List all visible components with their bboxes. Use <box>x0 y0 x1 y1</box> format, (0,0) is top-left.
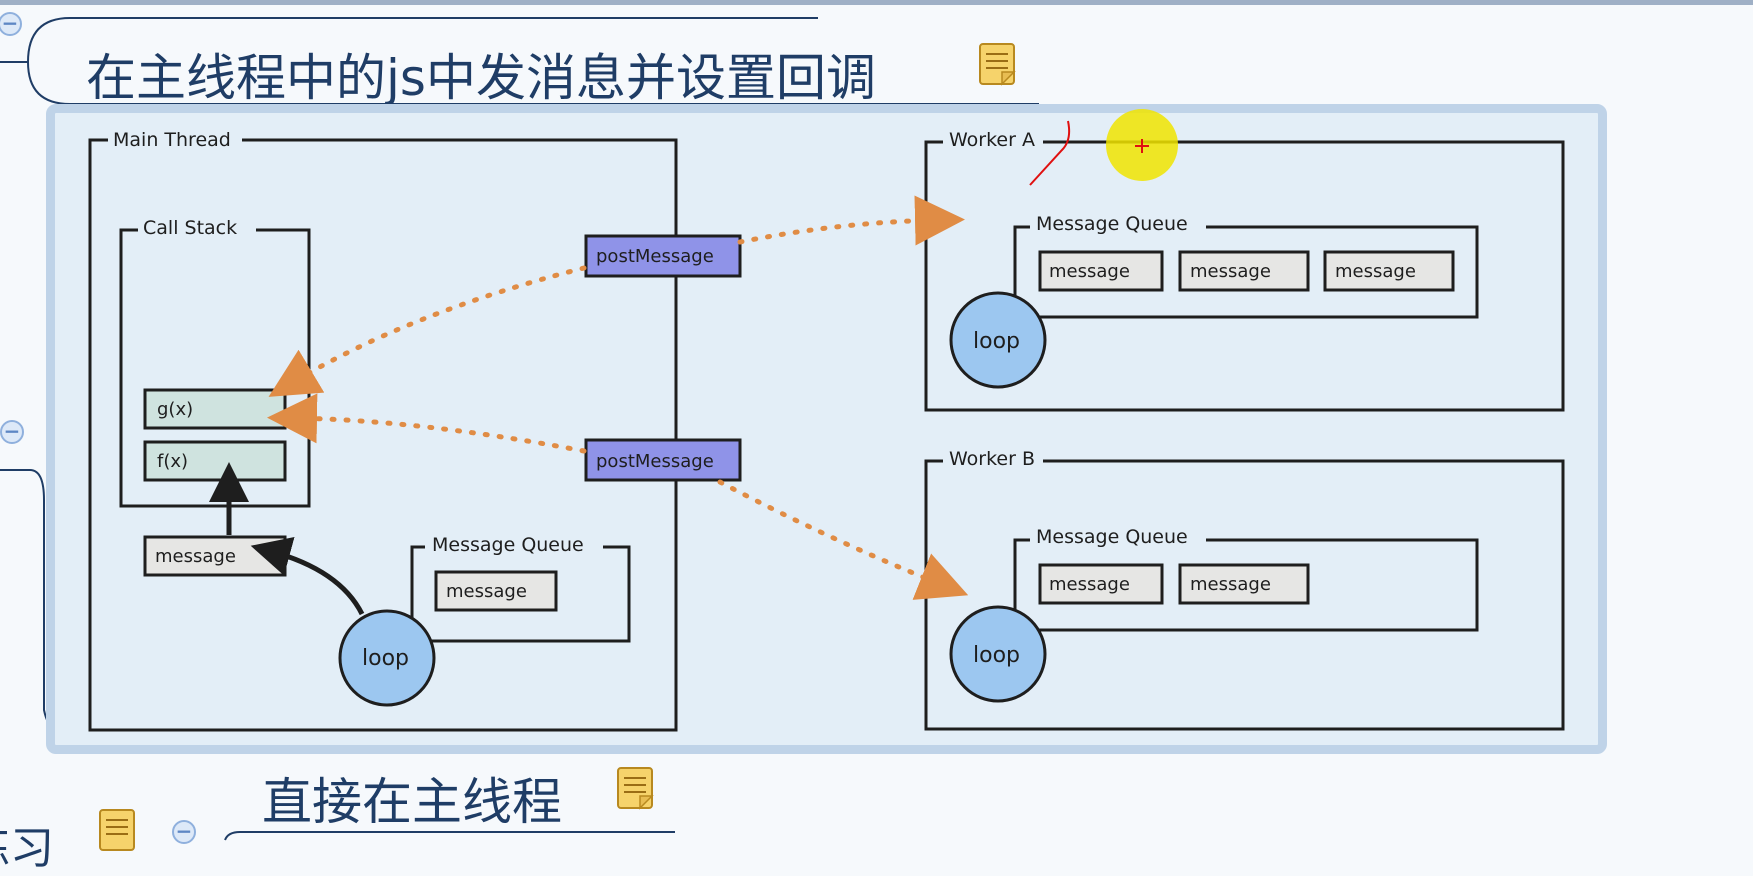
post-message-b <box>584 438 742 482</box>
post-message-a <box>584 234 742 278</box>
note-icon[interactable] <box>98 808 136 852</box>
worker-b-message <box>1178 563 1310 605</box>
note-icon[interactable] <box>616 766 654 810</box>
worker-a-queue-title: Message Queue <box>1036 213 1188 235</box>
red-pen-annotation <box>1029 120 1071 186</box>
worker-b-message <box>1038 563 1164 605</box>
collapse-icon[interactable]: − <box>172 820 196 844</box>
main-thread-title: Main Thread <box>113 129 231 151</box>
worker-b-loop-label: loop <box>973 643 1020 668</box>
post-message-a-label: postMessage <box>596 246 714 267</box>
worker-a-queue-box <box>1013 225 1479 319</box>
collapse-icon[interactable]: − <box>0 420 24 444</box>
cursor-crosshair-icon <box>1135 139 1149 153</box>
collapse-icon[interactable]: − <box>0 12 22 36</box>
worker-a-title: Worker A <box>949 129 1035 151</box>
worker-a-message <box>1178 250 1310 292</box>
main-loop-label: loop <box>362 646 409 671</box>
main-queue-message-label: message <box>446 581 527 602</box>
post-message-b-label: postMessage <box>596 451 714 472</box>
main-thread-box <box>88 138 678 732</box>
worker-a-loop <box>949 291 1047 389</box>
worker-a-message <box>1323 250 1455 292</box>
worker-b-title: Worker B <box>949 448 1035 470</box>
worker-b-message-label: message <box>1190 574 1271 595</box>
partial-topic-title[interactable]: 练习 <box>0 823 54 874</box>
worker-a-message-label: message <box>1335 261 1416 282</box>
worker-a-message-label: message <box>1049 261 1130 282</box>
main-loop <box>338 609 436 707</box>
worker-b-message-label: message <box>1049 574 1130 595</box>
worker-b-loop <box>949 605 1047 703</box>
main-topic-title[interactable]: 在主线程中的js中发消息并设置回调 <box>86 49 876 107</box>
main-queue-title: Message Queue <box>432 534 584 556</box>
call-stack-title: Call Stack <box>143 217 237 239</box>
worker-a-loop-label: loop <box>973 329 1020 354</box>
stack-frame-f-label: f(x) <box>157 451 188 472</box>
worker-a-message-label: message <box>1190 261 1271 282</box>
worker-a-message <box>1038 250 1164 292</box>
main-queue-message <box>434 570 558 612</box>
web-worker-diagram: Main Thread Call Stack Message Queue Wor… <box>88 109 1565 732</box>
sub-topic-title[interactable]: 直接在主线程 <box>262 773 562 831</box>
worker-b-queue-box <box>1013 538 1479 632</box>
top-bar <box>0 0 1753 5</box>
note-icon[interactable] <box>978 42 1016 86</box>
current-message-label: message <box>155 546 236 567</box>
worker-b-queue-title: Message Queue <box>1036 526 1188 548</box>
worker-a-box <box>924 140 1565 412</box>
stack-frame-g-label: g(x) <box>157 399 193 420</box>
